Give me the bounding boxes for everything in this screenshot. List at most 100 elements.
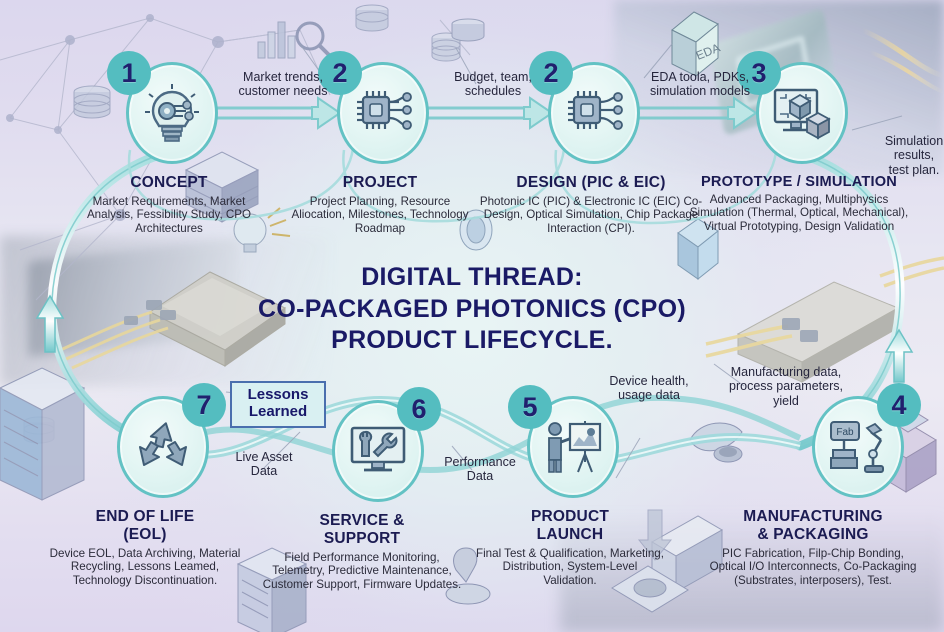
joystick-icon bbox=[445, 547, 491, 605]
callout-live-asset-data-line2: Data bbox=[250, 464, 278, 479]
lightbulb-outline-icon bbox=[233, 207, 291, 253]
stage-prototype-title: PROTOTYPE / SIMULATION bbox=[700, 174, 898, 190]
stage-end-of-life-title-line2: (EOL) bbox=[123, 525, 167, 543]
callout-performance-data: Performance Data bbox=[432, 455, 528, 484]
title-line-1: DIGITAL THREAD: bbox=[361, 263, 583, 291]
stage-project[interactable]: 2 PROJECT Proje bbox=[291, 51, 480, 235]
stage-end-of-life[interactable]: 7 END OF LIFE (EOL) Device EOL, Data Arc… bbox=[50, 383, 249, 587]
callout-device-health: Device health, usage data bbox=[594, 374, 704, 403]
stage-end-of-life-title-line1: END OF LIFE bbox=[95, 508, 195, 525]
callout-eda-tools-line2: simulation models bbox=[649, 84, 751, 99]
callout-simulation-results-line3: test plan. bbox=[888, 162, 940, 177]
callout-market-trends-line2: customer needs bbox=[238, 84, 328, 99]
lightbulb-gear-icon bbox=[145, 84, 199, 142]
stage-end-of-life-number: 7 bbox=[182, 383, 226, 427]
stage-manufacturing-number: 4 bbox=[877, 383, 921, 427]
callout-device-health-line2: usage data bbox=[618, 388, 680, 403]
callout-simulation-results-line1: Simulation bbox=[884, 134, 944, 148]
data-cylinder-icon bbox=[451, 18, 485, 42]
stage-design-number: 2 bbox=[529, 51, 573, 95]
callout-manufacturing-data: Manufacturing data, process parameters, … bbox=[716, 365, 856, 408]
eda-book-icon: EDA bbox=[671, 11, 722, 78]
recycle-icon bbox=[139, 422, 187, 466]
callout-eda-tools-line1: EDA toola, PDKs, bbox=[651, 70, 749, 84]
microchip-icon bbox=[568, 91, 623, 130]
fab-robot-arm-icon: Fab bbox=[830, 421, 884, 473]
cpo-module-left bbox=[55, 271, 286, 370]
callout-manufacturing-data-line1: Manufacturing data, bbox=[730, 365, 842, 379]
presenter-board-icon bbox=[548, 421, 602, 473]
stage-concept-bubble[interactable]: 1 bbox=[107, 51, 218, 164]
callout-eda-tools: EDA toola, PDKs, simulation models bbox=[638, 70, 762, 99]
stage-project-bubble[interactable]: 2 bbox=[318, 51, 429, 164]
stage-service-support-title-line1: SERVICE & bbox=[319, 512, 405, 529]
title-line-3: PRODUCT LIFECYCLE. bbox=[331, 326, 613, 354]
callout-manufacturing-data-line2: process parameters, bbox=[729, 379, 843, 394]
stage-product-launch-bubble[interactable]: 5 bbox=[508, 385, 619, 498]
cpo-module-right bbox=[705, 256, 944, 383]
callout-manufacturing-data-line3: yield bbox=[773, 393, 799, 408]
stage-service-support-bubble[interactable]: 6 bbox=[332, 387, 441, 502]
stage-project-title: PROJECT bbox=[342, 174, 418, 191]
callout-market-trends: Market trends, customer needs bbox=[223, 70, 343, 99]
stage-product-launch-title-line1: PRODUCT bbox=[530, 508, 610, 525]
callout-budget-line2: schedules bbox=[464, 84, 522, 99]
stage-prototype-description: Advanced Packaging, Multiphysics Simulat… bbox=[689, 193, 909, 233]
callout-simulation-results-line2: results, bbox=[893, 148, 935, 163]
stage-manufacturing-bubble[interactable]: 4 Fab bbox=[812, 383, 921, 498]
stage-product-launch-title-line2: LAUNCH bbox=[536, 525, 604, 543]
stage-concept-number: 1 bbox=[107, 51, 151, 95]
stage-product-launch-description: Final Test & Qualification, Marketing, D… bbox=[476, 546, 664, 587]
stage-end-of-life-bubble[interactable]: 7 bbox=[117, 383, 226, 498]
lessons-learned-box: Lessons Learned bbox=[230, 381, 326, 428]
stage-concept-title: CONCEPT bbox=[130, 174, 208, 191]
lessons-learned-line-1: Lessons bbox=[247, 386, 309, 403]
cycle-return-arrow bbox=[35, 294, 65, 353]
stage-concept-description: Market Requirements, Market Analysis, Fe… bbox=[86, 195, 252, 235]
stage-design[interactable]: 2 DESIGN (PIC & EIC) Photo bbox=[480, 51, 706, 235]
stage-prototype-bubble[interactable]: 3 bbox=[737, 51, 848, 164]
callout-performance-data-line1: Performance bbox=[444, 455, 516, 469]
stage-manufacturing-title-line2: & PACKAGING bbox=[757, 525, 869, 543]
stage-prototype[interactable]: 3 PROTOTYPE / SIMUL bbox=[690, 51, 914, 233]
stage-prototype-number: 3 bbox=[737, 51, 781, 95]
stage-service-support[interactable]: 6 SERVICE & SUPPORT Field Performance Mo… bbox=[263, 387, 465, 591]
callout-simulation-results: Simulation results, test plan. bbox=[884, 134, 944, 177]
background-photo-bottom bbox=[560, 512, 944, 632]
stage-manufacturing-title: MANUFACTURING & PACKAGING bbox=[708, 508, 918, 544]
prism-icon-right bbox=[677, 218, 719, 281]
callout-market-trends-line1: Market trends, bbox=[243, 70, 323, 84]
stage-design-description: Photonic IC (PIC) & Electronic IC (EIC) … bbox=[479, 195, 703, 235]
stage-service-support-title-line2: SUPPORT bbox=[323, 529, 401, 547]
microchip-icon bbox=[357, 91, 412, 130]
stage-manufacturing-description: PIC Fabrication, Filp-Chip Bonding, Opti… bbox=[709, 546, 917, 587]
page-title: DIGITAL THREAD: CO-PACKAGED PHOTONICS (C… bbox=[0, 262, 944, 357]
title-line-2: CO-PACKAGED PHOTONICS (CPO) bbox=[257, 294, 687, 323]
monitor-cube-icon bbox=[773, 88, 831, 140]
callout-device-health-line1: Device health, bbox=[609, 374, 689, 388]
callout-live-asset-data: Live Asset Data bbox=[218, 450, 310, 479]
callout-live-asset-data-line1: Live Asset bbox=[235, 450, 293, 464]
stage-product-launch-title: PRODUCT LAUNCH bbox=[470, 508, 670, 544]
stage-service-support-number: 6 bbox=[397, 387, 441, 431]
lessons-learned-line-2: Learned bbox=[248, 402, 308, 420]
callout-performance-data-line2: Data bbox=[466, 469, 494, 484]
stage-service-support-title: SERVICE & SUPPORT bbox=[262, 512, 462, 548]
stage-project-number: 2 bbox=[318, 51, 362, 95]
stage-project-description: Project Planning, Resource Aliocation, M… bbox=[291, 195, 469, 235]
stage-end-of-life-title: END OF LIFE (EOL) bbox=[45, 508, 245, 544]
stage-design-title: DESIGN (PIC & EIC) bbox=[516, 174, 666, 191]
stage-product-launch-number: 5 bbox=[508, 385, 552, 429]
monitor-wrench-icon bbox=[350, 426, 406, 472]
callout-budget: Budget, team, schedules bbox=[434, 70, 552, 99]
stage-product-launch[interactable]: 5 PRODUCT LAUNCH Final Test & Qualificat… bbox=[476, 385, 670, 587]
callout-budget-line1: Budget, team, bbox=[454, 70, 532, 84]
stage-design-bubble[interactable]: 2 bbox=[529, 51, 640, 164]
stage-end-of-life-description: Device EOL, Data Archiving, Material Rec… bbox=[49, 546, 241, 587]
stage-manufacturing-title-line1: MANUFACTURING bbox=[743, 508, 883, 525]
stage-concept[interactable]: 1 CONCEPT Market Requirements, M bbox=[87, 51, 269, 235]
stage-service-support-description: Field Performance Monitoring, Telemetry,… bbox=[262, 550, 462, 591]
stage-manufacturing[interactable]: 4 Fab MANUFACTURING & PACKAGING P bbox=[710, 383, 921, 587]
